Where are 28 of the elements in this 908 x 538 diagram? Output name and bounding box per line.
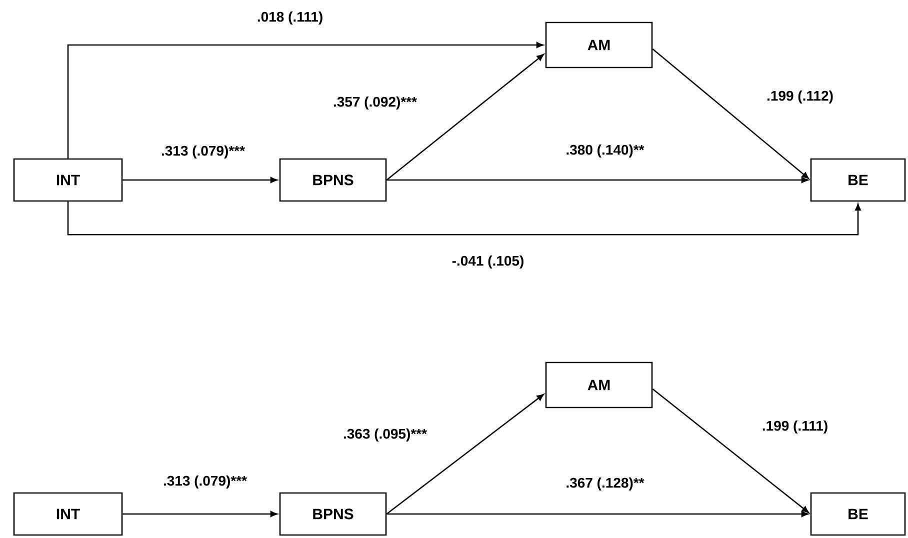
arrow [386,177,808,183]
arrow [652,388,809,514]
edge-label: .199 (.112) [766,89,834,105]
arrow [67,42,544,158]
arrow [652,48,809,179]
arrow [386,394,544,514]
edge-label: .357 (.092)*** [332,95,418,111]
variable-box: BPNS [279,158,387,202]
variable-box: AM [545,22,653,68]
edge-label: .199 (.111) [760,419,830,434]
edge-label: .018 (.111) [256,10,324,26]
arrow [122,177,278,183]
edge-label: .380 (.140)** [564,143,646,159]
variable-box: BPNS [279,492,387,536]
edge-label: .363 (.095)*** [342,427,428,442]
variable-box: AM [545,362,653,408]
arrow [67,202,861,236]
variable-box: INT [13,492,123,536]
arrow [386,511,808,517]
edge-label: .313 (.079)*** [160,144,246,160]
edge-label: .367 (.128)** [564,476,646,492]
edge-label: -.041 (.105) [450,254,526,270]
variable-box: INT [13,158,123,202]
arrow [386,54,544,180]
edge-label: .313 (.079)*** [162,474,248,490]
variable-box: BE [810,492,906,536]
variable-box: BE [810,158,906,202]
arrow [122,511,278,517]
